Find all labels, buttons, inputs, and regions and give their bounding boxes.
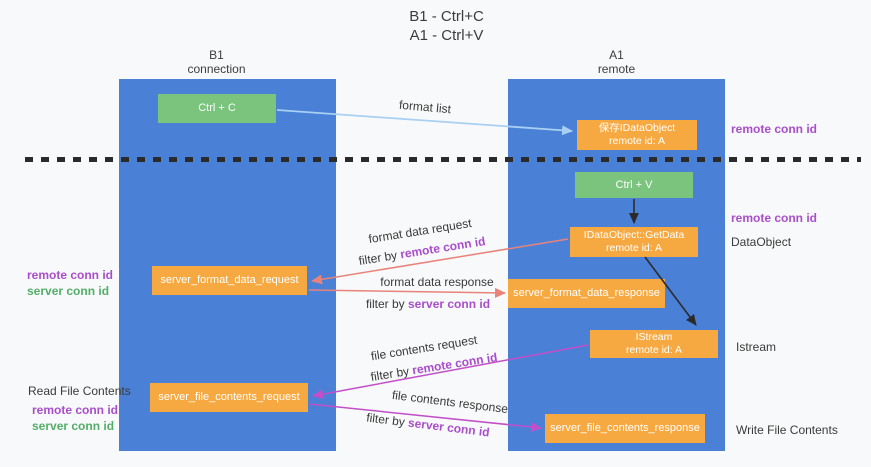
column-b1-role: connection <box>187 62 246 76</box>
column-b1-name: B1 <box>209 48 224 62</box>
box-format-response-label: server_format_data_response <box>513 287 660 299</box>
server-conn-id-text-1: server conn id <box>408 297 491 311</box>
label-istream: Istream <box>736 340 777 354</box>
box-getdata-line2: remote id: A <box>605 242 663 254</box>
label-write-file-contents: Write File Contents <box>736 423 838 437</box>
label-right-remote-conn-id-1: remote conn id <box>731 122 818 136</box>
column-header-a1: A1 remote <box>508 48 725 76</box>
divider-dashed-line <box>25 157 861 162</box>
label-format-list: format list <box>398 97 452 117</box>
title-line-2: A1 - Ctrl+V <box>409 27 484 44</box>
column-a1-role: remote <box>597 62 636 76</box>
box-server-format-data-request: server_format_data_request <box>152 266 307 295</box>
column-header-b1: B1 connection <box>108 48 325 76</box>
box-istream-line2: remote id: A <box>625 344 683 356</box>
column-a1-name: A1 <box>609 48 624 62</box>
box-istream-line1: IStream <box>635 331 673 343</box>
box-ctrl-c: Ctrl + C <box>158 94 276 123</box>
arrow-format-data-response <box>308 287 506 298</box>
box-getdata-line1: IDataObject::GetData <box>583 229 685 241</box>
box-file-response-label: server_file_contents_response <box>550 422 700 434</box>
box-ctrl-v-label: Ctrl + V <box>615 178 653 191</box>
filter-by-text-1: filter by <box>357 248 399 268</box>
box-istream: IStream remote id: A <box>590 330 718 358</box>
label-filter-by-server-conn-id-2: filter by server conn id <box>358 410 499 441</box>
title-line-1: B1 - Ctrl+C <box>409 8 484 25</box>
box-ctrl-c-label: Ctrl + C <box>198 102 236 114</box>
filter-by-text-3: filter by <box>369 364 411 384</box>
box-server-file-contents-request: server_file_contents_request <box>150 383 308 412</box>
box-server-file-contents-response: server_file_contents_response <box>545 414 705 443</box>
box-save-idataobject-line2: remote id: A <box>608 135 666 147</box>
label-file-contents-response: file contents response <box>391 387 509 417</box>
filter-by-text-2: filter by <box>365 297 405 311</box>
filter-by-text-4: filter by <box>365 410 406 430</box>
page-title: B1 - Ctrl+C A1 - Ctrl+V <box>0 7 871 45</box>
box-save-idataobject-line1: 保存IDataObject <box>598 122 676 134</box>
label-dataobject: DataObject <box>731 235 792 249</box>
box-server-format-data-response: server_format_data_response <box>508 279 665 308</box>
label-left-remote-conn-id-1: remote conn id <box>27 268 114 282</box>
label-filter-by-server-conn-id-1: filter by server conn id <box>358 297 498 311</box>
label-right-remote-conn-id-2: remote conn id <box>731 211 818 225</box>
label-left-server-conn-id-1: server conn id <box>27 284 110 298</box>
box-file-request-label: server_file_contents_request <box>158 391 300 403</box>
label-left-remote-conn-id-2: remote conn id <box>32 403 119 417</box>
label-left-server-conn-id-2: server conn id <box>32 419 115 433</box>
label-format-data-response: format data response <box>380 275 494 289</box>
label-read-file-contents: Read File Contents <box>28 384 131 398</box>
box-ctrl-v: Ctrl + V <box>575 172 693 198</box>
box-format-request-label: server_format_data_request <box>160 274 299 286</box>
server-conn-id-text-2: server conn id <box>407 415 491 440</box>
box-idataobject-getdata: IDataObject::GetData remote id: A <box>570 227 698 257</box>
box-save-idataobject: 保存IDataObject remote id: A <box>577 120 697 150</box>
